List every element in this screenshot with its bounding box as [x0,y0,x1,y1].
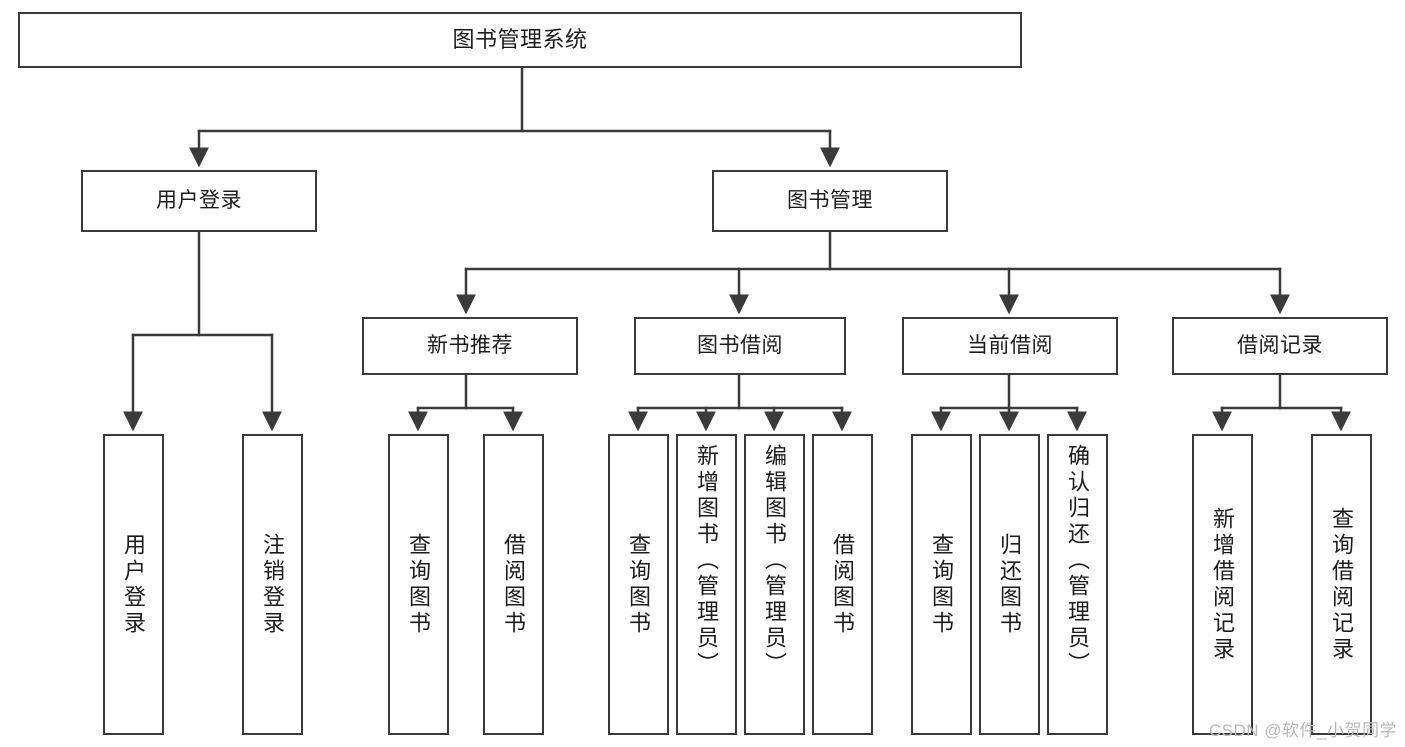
node-label: 新书推荐 [427,333,513,357]
leaf-confirm-return[interactable]: 确认归还（管理员） [1047,434,1108,735]
node-label: 当前借阅 [967,333,1053,357]
node-label: 图书借阅 [697,333,783,357]
node-label: 归还图书 [997,532,1023,637]
leaf-edit-book[interactable]: 编辑图书（管理员） [744,434,805,735]
leaf-query-book-current[interactable]: 查询图书 [911,434,972,735]
node-label: 借阅图书 [830,532,856,637]
node-label: 查询借阅记录 [1329,506,1355,663]
node-user-login[interactable]: 用户登录 [81,170,317,232]
leaf-query-book-borrow[interactable]: 查询图书 [608,434,669,735]
node-label: 新增图书（管理员） [694,444,720,678]
node-label: 确认归还（管理员） [1065,444,1091,678]
node-label: 查询图书 [929,532,955,637]
leaf-borrow-book-borrow[interactable]: 借阅图书 [812,434,873,735]
node-label: 用户登录 [121,532,147,637]
leaf-add-borrow-record[interactable]: 新增借阅记录 [1192,434,1253,735]
node-borrow-record[interactable]: 借阅记录 [1172,317,1388,375]
leaf-query-book-recommend[interactable]: 查询图书 [388,434,449,735]
leaf-return-book[interactable]: 归还图书 [979,434,1040,735]
node-book-borrow[interactable]: 图书借阅 [634,317,846,375]
node-label: 查询图书 [626,532,652,637]
node-label: 查询图书 [406,532,432,637]
node-root-system[interactable]: 图书管理系统 [18,12,1022,68]
leaf-borrow-book-recommend[interactable]: 借阅图书 [483,434,544,735]
node-label: 注销登录 [260,532,286,637]
node-label: 借阅图书 [501,532,527,637]
node-label: 图书管理系统 [452,27,588,53]
node-label: 图书管理 [787,188,873,212]
node-label: 编辑图书（管理员） [762,444,788,678]
leaf-user-login[interactable]: 用户登录 [103,434,164,735]
node-book-management[interactable]: 图书管理 [712,170,948,232]
node-label: 用户登录 [156,188,242,212]
node-new-book-recommend[interactable]: 新书推荐 [362,317,578,375]
node-label: 新增借阅记录 [1210,506,1236,663]
node-label: 借阅记录 [1237,333,1323,357]
node-current-borrow[interactable]: 当前借阅 [902,317,1118,375]
watermark: CSDN @软件_小贺同学 [1208,721,1397,740]
leaf-add-book[interactable]: 新增图书（管理员） [676,434,737,735]
leaf-query-borrow-record[interactable]: 查询借阅记录 [1311,434,1372,735]
leaf-logout-login[interactable]: 注销登录 [242,434,303,735]
